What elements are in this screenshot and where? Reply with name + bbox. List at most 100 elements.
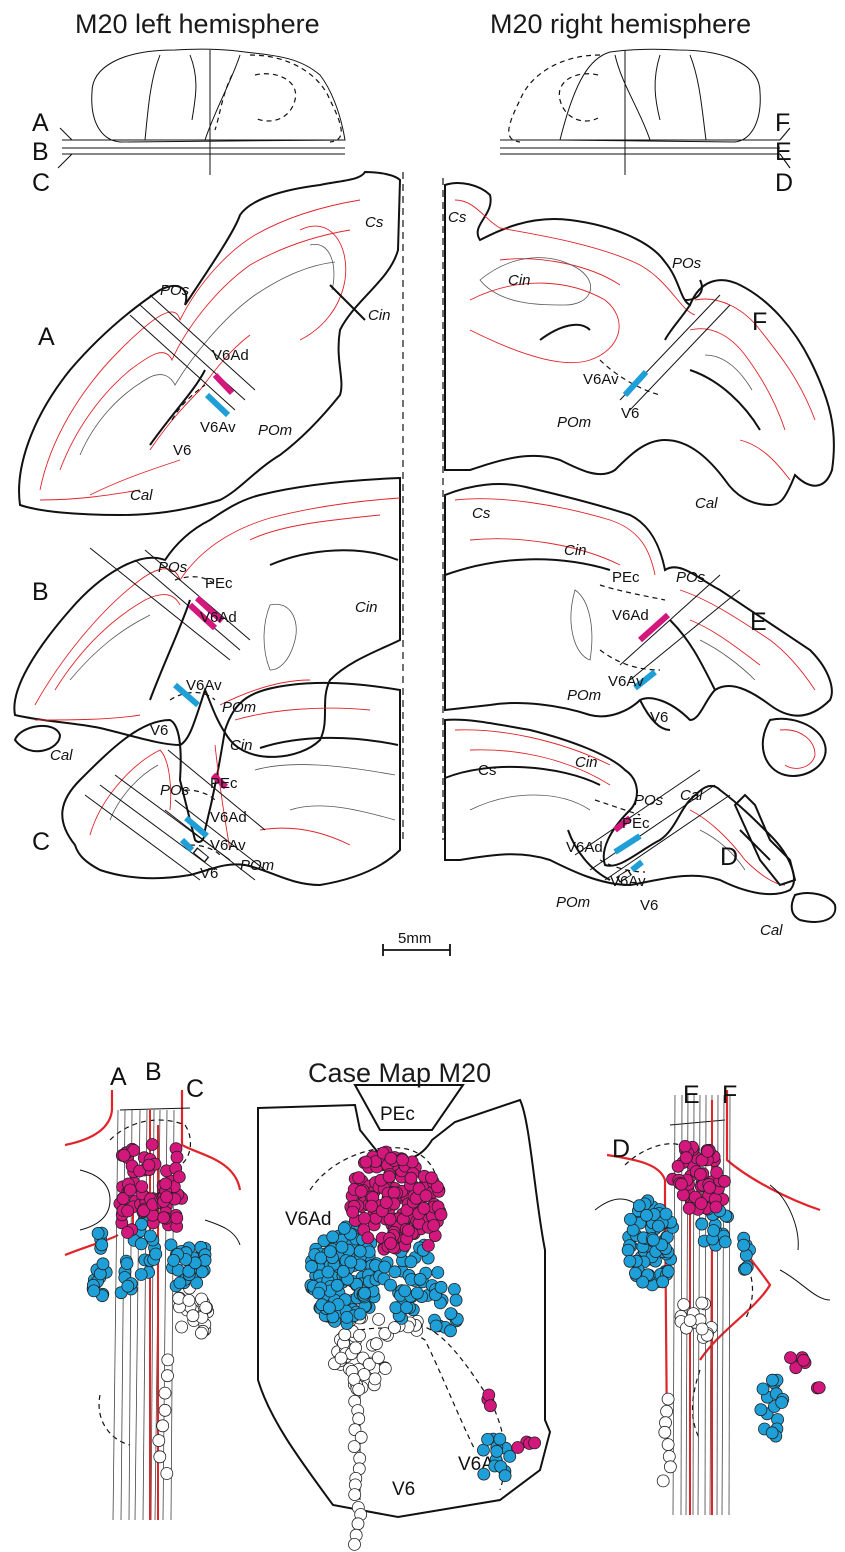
v6-site-dot (352, 1518, 364, 1530)
label-pec-C: PEc (210, 775, 238, 792)
v6av-site-dot (135, 1269, 147, 1281)
v6av-site-dot (359, 1287, 371, 1299)
label-cin-B: Cin (355, 599, 378, 616)
section-letter-A: A (38, 323, 55, 351)
scale-bar-label: 5mm (398, 930, 431, 947)
left-hemisphere-title: M20 left hemisphere (75, 9, 320, 39)
v6-site-dot (678, 1299, 690, 1311)
v6av-site-dot (624, 1213, 636, 1225)
v6ad-site-dot (512, 1442, 524, 1454)
label-cin-F: Cin (508, 272, 531, 289)
v6-site-dot (684, 1315, 696, 1327)
v6ad-site-dot (362, 1232, 374, 1244)
v6ad-site-dot (122, 1205, 134, 1217)
v6ad-site-dot (435, 1209, 447, 1221)
v6ad-site-dot (402, 1224, 414, 1236)
label-v6av-E: V6Av (608, 673, 644, 690)
v6ad-site-dot (160, 1178, 172, 1190)
v6-site-dot (370, 1338, 382, 1350)
v6ad-site-dot (161, 1191, 173, 1203)
v6-site-dot (662, 1393, 674, 1405)
v6ad-site-dot (122, 1227, 134, 1239)
v6ad-site-dot (143, 1159, 155, 1171)
map-label-pec: PEc (380, 1104, 415, 1125)
label-cs-F: Cs (448, 209, 467, 226)
label-pom-C: POm (240, 857, 274, 874)
v6-site-dot (159, 1404, 171, 1416)
label-v6ad-B: V6Ad (200, 609, 237, 626)
label-pom-E: POm (567, 687, 601, 704)
label-cal-D: Cal (760, 922, 783, 939)
v6ad-site-dot (171, 1212, 183, 1224)
label-v6-A: V6 (173, 442, 191, 459)
v6ad-site-dot (146, 1139, 158, 1151)
label-cs-A: Cs (365, 214, 384, 231)
v6av-site-dot (390, 1302, 402, 1314)
v6-site-dot (349, 1538, 361, 1550)
v6ad-site-dot (383, 1171, 395, 1183)
v6av-site-dot (121, 1258, 133, 1270)
v6ad-site-dot (677, 1189, 689, 1201)
v6-site-dot (200, 1302, 212, 1314)
v6av-site-dot (696, 1218, 708, 1230)
flatmap-line (121, 1110, 125, 1520)
v6av-site-dot (652, 1220, 664, 1232)
label-cin-E: Cin (564, 542, 587, 559)
v6av-site-dot (411, 1287, 423, 1299)
v6-site-dot (349, 1489, 361, 1501)
v6av-site-dot (401, 1302, 413, 1314)
right-section-lines (500, 128, 790, 168)
label-pom-D: POm (556, 894, 590, 911)
label-cs-E2: Cs (478, 762, 496, 779)
map-col-D: D (612, 1135, 630, 1163)
v6-site-dot (335, 1352, 347, 1364)
v6ad-site-dot (798, 1354, 810, 1366)
label-v6av-A: V6Av (200, 419, 236, 436)
v6av-site-dot (336, 1241, 348, 1253)
v6ad-site-dot (158, 1212, 170, 1224)
v6-site-dot (157, 1420, 169, 1432)
v6av-site-dot (405, 1256, 417, 1268)
v6av-site-dot (150, 1248, 162, 1260)
v6ad-site-dot (702, 1145, 714, 1157)
map-col-E: E (683, 1081, 700, 1109)
v6av-site-dot (399, 1285, 411, 1297)
v6av-site-dot (354, 1308, 366, 1320)
v6av-site-dot (657, 1276, 669, 1288)
flatmap-line (722, 1095, 724, 1515)
v6av-site-dot (414, 1273, 426, 1285)
label-cal-F: Cal (695, 495, 718, 512)
v6-site-dot (195, 1327, 207, 1339)
v6av-site-dot (435, 1281, 447, 1293)
v6-site-dot (369, 1373, 381, 1385)
label-pos-E: POs (676, 569, 706, 586)
label-cin-A: Cin (368, 307, 391, 324)
v6av-site-dot (306, 1261, 318, 1273)
case-map-title: Case Map M20 (308, 1058, 491, 1088)
v6av-site-dot (482, 1433, 494, 1445)
v6av-site-dot (641, 1209, 653, 1221)
label-cin-D: Cin (575, 754, 598, 771)
v6av-site-dot (740, 1263, 752, 1275)
section-letter-F-top: F (775, 109, 790, 137)
flatmap-line (729, 1095, 730, 1515)
v6ad-site-dot (695, 1198, 707, 1210)
v6ad-site-dot (171, 1151, 183, 1163)
v6ad-site-dot (420, 1190, 432, 1202)
v6av-site-dot (622, 1244, 634, 1256)
section-letter-C-top: C (32, 169, 50, 197)
v6av-site-dot (432, 1267, 444, 1279)
v6av-site-dot (322, 1266, 334, 1278)
v6ad-site-dot (136, 1181, 148, 1193)
v6ad-site-dot (124, 1184, 136, 1196)
left-section-lines (58, 128, 345, 168)
v6av-site-dot (757, 1383, 769, 1395)
v6av-site-dot (445, 1308, 457, 1320)
v6ad-site-dot (710, 1201, 722, 1213)
v6-site-dot (664, 1461, 676, 1473)
label-pom-F: POm (557, 414, 591, 431)
v6av-site-dot (96, 1239, 108, 1251)
v6-site-dot (162, 1370, 174, 1382)
v6-site-dot (657, 1475, 669, 1487)
v6ad-site-dot (385, 1152, 397, 1164)
